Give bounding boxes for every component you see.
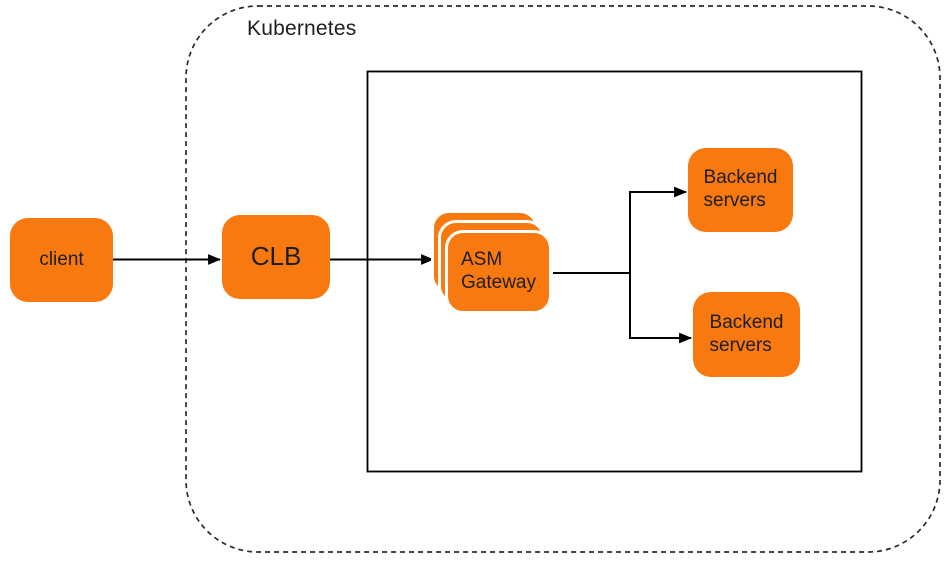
kubernetes-cluster-label: Kubernetes [247, 17, 357, 40]
node-backend-servers-bottom-label: Backend servers [709, 311, 784, 356]
node-clb-label: CLB [250, 241, 302, 272]
edge-asm-to-backend-top [629, 186, 688, 273]
edge-asm-to-backend-bottom [629, 273, 693, 344]
node-asm-gateway: ASM Gateway [445, 230, 552, 314]
node-backend-servers-top-label: Backend servers [703, 167, 778, 211]
node-backend-servers-bottom: Backend servers [693, 292, 800, 377]
kubernetes-cluster-border [185, 5, 941, 553]
inner-box-border [366, 70, 863, 473]
node-client: client [10, 218, 113, 302]
node-client-label: client [39, 248, 84, 270]
node-backend-servers-top: Backend servers [688, 148, 793, 232]
node-asm-gateway-label: ASM Gateway [461, 249, 536, 293]
node-clb: CLB [222, 215, 330, 299]
